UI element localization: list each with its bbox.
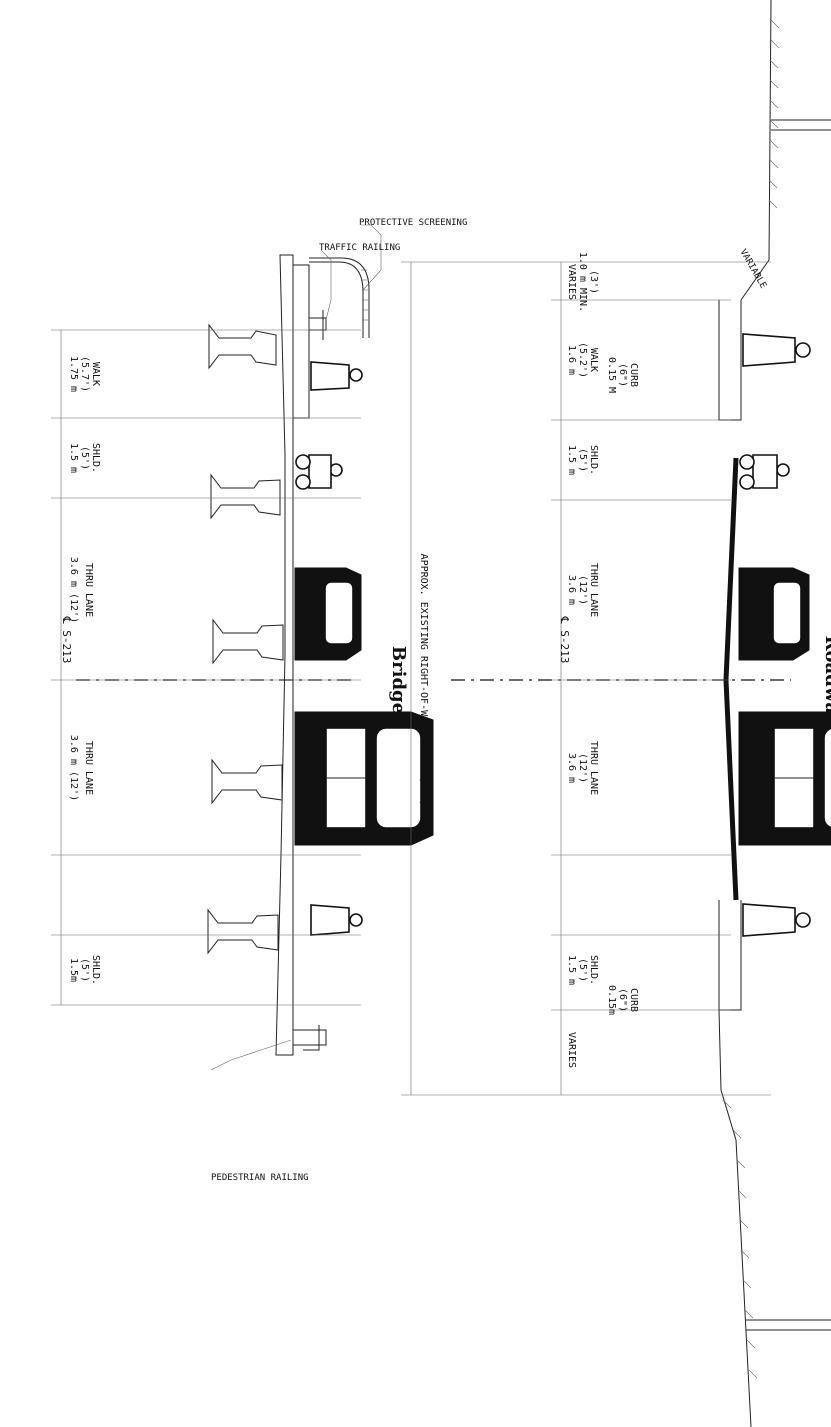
protective-screening-label: PROTECTIVE SCREENING	[359, 218, 467, 228]
curb-label-1: CURB	[628, 363, 639, 387]
bridge-label-1: WALK	[90, 362, 101, 386]
roadway-caption: Roadway	[821, 636, 831, 725]
roadway-sidewalk-left	[718, 300, 742, 421]
bridge-label-4: THRU LANE	[83, 741, 94, 795]
bridge-bus-figure	[294, 711, 434, 846]
pedestrian-railing-label: PEDESTRIAN RAILING	[211, 1173, 309, 1183]
roadway-dim-6: 1.5 m	[566, 955, 577, 985]
roadway-dim-5: 3.6 m	[566, 753, 577, 783]
roadway-dim-4: 3.6 m	[566, 575, 577, 605]
roadway-cyclist-figure	[739, 454, 790, 490]
curb-dim-2: 0.15m	[606, 985, 617, 1015]
roadway-label-2: WALK	[588, 348, 599, 372]
tree-top	[771, 99, 831, 151]
bridge-deck	[275, 254, 294, 1056]
pedestrian-railing	[293, 1025, 327, 1051]
roadway-dim-2: 1.6 m	[566, 345, 577, 375]
roadway-bus-figure	[738, 711, 831, 846]
bridge-imp-5: (5')	[79, 958, 90, 982]
curb-dim-1: 0.15 M	[606, 357, 617, 393]
bridge-centerline-label: ℄ S-213	[60, 616, 73, 664]
roadway-pedestrian-figure-2	[742, 903, 811, 937]
tree-bottom	[746, 1299, 831, 1351]
curb-label-2: CURB	[628, 988, 639, 1012]
roadway-section: APPROX. EXISTING RIGHT-OF-WAY 18.3 m (60…	[401, 0, 831, 1427]
roadway-dimensions: VARIES 1.0 m MIN. (3') 1.6 m (5.2') WALK…	[566, 252, 599, 1068]
roadway-label-6: SHLD.	[588, 955, 599, 985]
roadway-ground-hatch	[722, 19, 780, 1379]
curb-imp-2: (6")	[617, 988, 628, 1012]
roadway-pavement	[723, 457, 739, 901]
roadway-row-label: APPROX. EXISTING RIGHT-OF-WAY 18.3 m (60…	[418, 554, 429, 807]
traffic-railing-label: TRAFFIC RAILING	[319, 243, 400, 253]
bridge-sidewalk-slab	[292, 264, 310, 419]
bridge-car-figure	[294, 567, 362, 661]
protective-screening	[309, 257, 370, 338]
roadway-imp-4: (12')	[577, 575, 588, 605]
roadway-pedestrian-figure	[742, 333, 811, 367]
bridge-dim-2: 1.5 m	[68, 443, 79, 473]
bridge-dim-3: 3.6 m (12')	[68, 557, 79, 623]
roadway-curb-notes: 0.15 M (6") CURB 0.15m (6") CURB	[606, 357, 639, 1015]
bridge-cyclist-figure	[295, 454, 343, 490]
bridge-caption: Bridge	[388, 646, 409, 714]
roadway-imp-3: (5')	[577, 448, 588, 472]
roadway-label-1: (3')	[588, 270, 599, 294]
bridge-dim-5: 1.5m	[68, 958, 79, 982]
roadway-ground	[718, 0, 772, 1427]
bridge-dim-1: 1.75 m	[68, 356, 79, 392]
bridge-pedestrian-figure	[310, 361, 363, 391]
bridge-imp-2: (5')	[79, 446, 90, 470]
curb-imp-1: (6")	[617, 363, 628, 387]
roadway-label-5: THRU LANE	[588, 741, 599, 795]
roadway-car-figure	[738, 567, 810, 661]
bridge-label-2: SHLD.	[90, 443, 101, 473]
roadway-imp-1: 1.0 m MIN.	[577, 252, 588, 312]
roadway-imp-2: (5.2')	[577, 342, 588, 378]
roadway-imp-5: (12')	[577, 753, 588, 783]
roadway-label-4: THRU LANE	[588, 563, 599, 617]
bridge-imp-1: (5.7')	[79, 356, 90, 392]
roadway-label-3: SHLD.	[588, 445, 599, 475]
bridge-dim-4: 3.6 m (12')	[68, 735, 79, 801]
roadway-dim-1: VARIES	[566, 264, 577, 300]
bridge-label-5: SHLD.	[90, 955, 101, 985]
bridge-dimension-lines	[51, 329, 361, 1006]
roadway-dim-7: VARIES	[566, 1032, 577, 1068]
roadway-imp-6: (5')	[577, 958, 588, 982]
bridge-label-3: THRU LANE	[83, 563, 94, 617]
screening-mesh	[361, 269, 368, 321]
roadway-centerline-label: ℄ S-213	[558, 616, 571, 664]
bridge-girders	[207, 323, 284, 955]
traffic-railing	[309, 310, 327, 340]
bridge-dimensions: 1.75 m (5.7') WALK 1.5 m (5') SHLD. 3.6 …	[68, 356, 101, 985]
roadway-sidewalk-right	[718, 900, 742, 1011]
bridge-section: 1.75 m (5.7') WALK 1.5 m (5') SHLD. 3.6 …	[51, 218, 467, 1183]
roadway-row-dimension	[401, 261, 771, 1096]
bridge-callouts: PROTECTIVE SCREENING TRAFFIC RAILING PED…	[210, 218, 467, 1183]
bridge-pedestrian-figure-2	[310, 904, 363, 936]
roadway-dim-3: 1.5 m	[566, 445, 577, 475]
